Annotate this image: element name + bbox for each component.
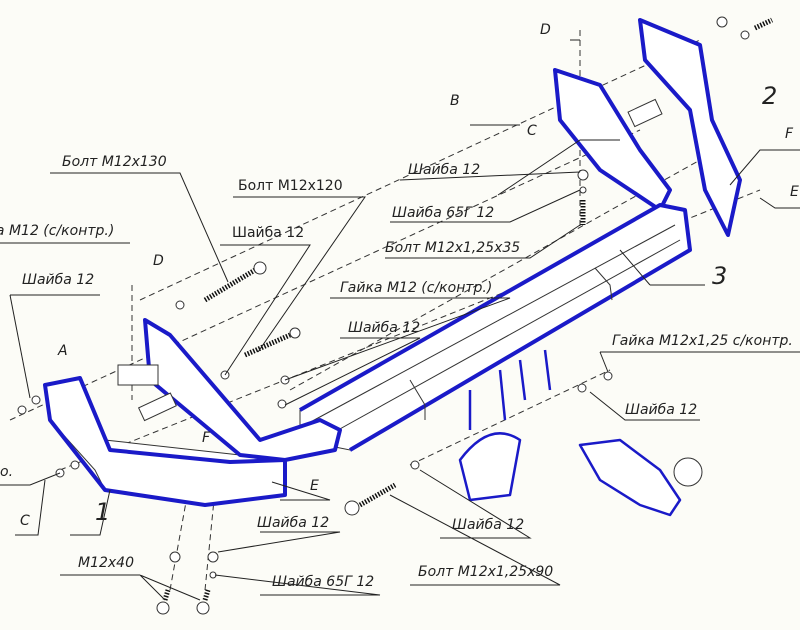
letter-d-top: D xyxy=(540,22,551,38)
letter-c-left: C xyxy=(20,513,30,529)
fasteners xyxy=(17,16,774,615)
label-bolt-m12x120: Болт М12х120 xyxy=(238,178,343,194)
label-nut-m12-locking-center: Гайка М12 (с/контр.) xyxy=(340,280,492,296)
label-washer-12-right: Шайба 12 xyxy=(625,402,697,418)
left-bracket-part-1 xyxy=(43,318,342,507)
letter-d-left: D xyxy=(153,253,164,269)
letter-b: B xyxy=(450,93,460,109)
letter-a: A xyxy=(57,343,68,359)
label-bolt-m12x125x35: Болт М12х1,25х35 xyxy=(385,240,520,256)
label-bolt-m12x125x90: Болт М12х1,25х90 xyxy=(418,564,553,580)
letter-e-right: E xyxy=(790,184,799,200)
label-washer-12-bottom: Шайба 12 xyxy=(257,515,329,531)
letter-e-left: E xyxy=(310,478,319,494)
letter-f-right: F xyxy=(785,126,794,142)
label-bolt-m12x130: Болт М12х130 xyxy=(62,154,167,170)
label-washer-12-bottom-right: Шайба 12 xyxy=(452,517,524,533)
label-washer-12-center: Шайба 12 xyxy=(348,320,420,336)
label-washer-12-upright: Шайба 12 xyxy=(232,225,304,241)
letter-c-top: C xyxy=(527,123,537,139)
label-cut-left: о. xyxy=(0,464,13,480)
label-washer-12-top: Шайба 12 xyxy=(408,162,480,178)
part-number-3: 3 xyxy=(712,262,727,290)
label-nut-m12x125-locking: Гайка М12х1,25 с/контр. xyxy=(612,333,793,349)
label-spring-washer-bottom: Шайба 65Г 12 xyxy=(272,574,374,590)
label-spring-washer-top: Шайба 65Г 12 xyxy=(392,205,494,221)
section-letters: D B C F E D A F E C 1 2 3 xyxy=(20,22,799,529)
part-number-2: 2 xyxy=(762,82,777,110)
label-washer-12-left: Шайба 12 xyxy=(22,272,94,288)
right-bracket-part-2 xyxy=(553,18,742,237)
letter-f-left: F xyxy=(202,430,211,446)
part-labels: Шайба 12 Шайба 65Г 12 Болт М12х1,25х35 Г… xyxy=(0,154,793,590)
part-number-1: 1 xyxy=(95,498,110,526)
crossbeam-part-3 xyxy=(299,203,692,452)
label-nut-m12-locking-left: Гайка М12 (с/контр.) xyxy=(0,223,114,239)
tow-ball-hook xyxy=(458,349,703,517)
leader-lines xyxy=(0,39,800,601)
label-bolt-m12x40: М12х40 xyxy=(78,555,134,571)
